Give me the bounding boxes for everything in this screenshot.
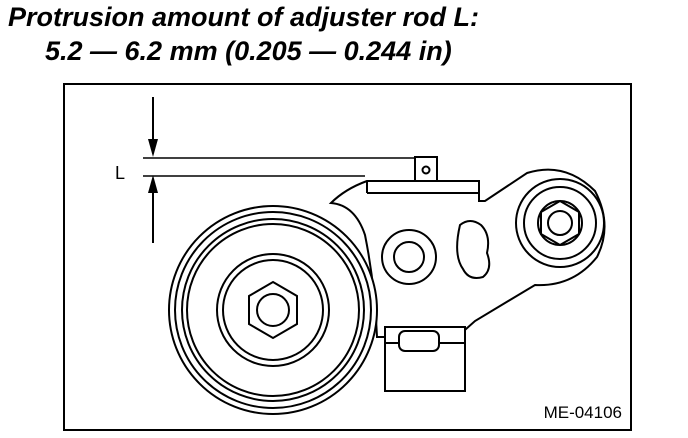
figure-frame: L ME-04106: [63, 83, 632, 431]
tensioner-pulley: [168, 205, 378, 415]
lower-bracket: [384, 326, 466, 392]
heading-title: Protrusion amount of adjuster rod L:: [8, 2, 479, 32]
dimension-arrows: [143, 97, 415, 243]
tensioner-illustration: [143, 97, 606, 415]
heading-spec-value: 5.2 — 6.2 mm (0.205 — 0.244 in): [45, 36, 452, 66]
dimension-label-l: L: [115, 163, 126, 183]
heading: Protrusion amount of adjuster rod L: 5.2…: [8, 0, 688, 68]
idler-pulley: [515, 178, 605, 268]
figure-code: ME-04106: [543, 403, 622, 422]
